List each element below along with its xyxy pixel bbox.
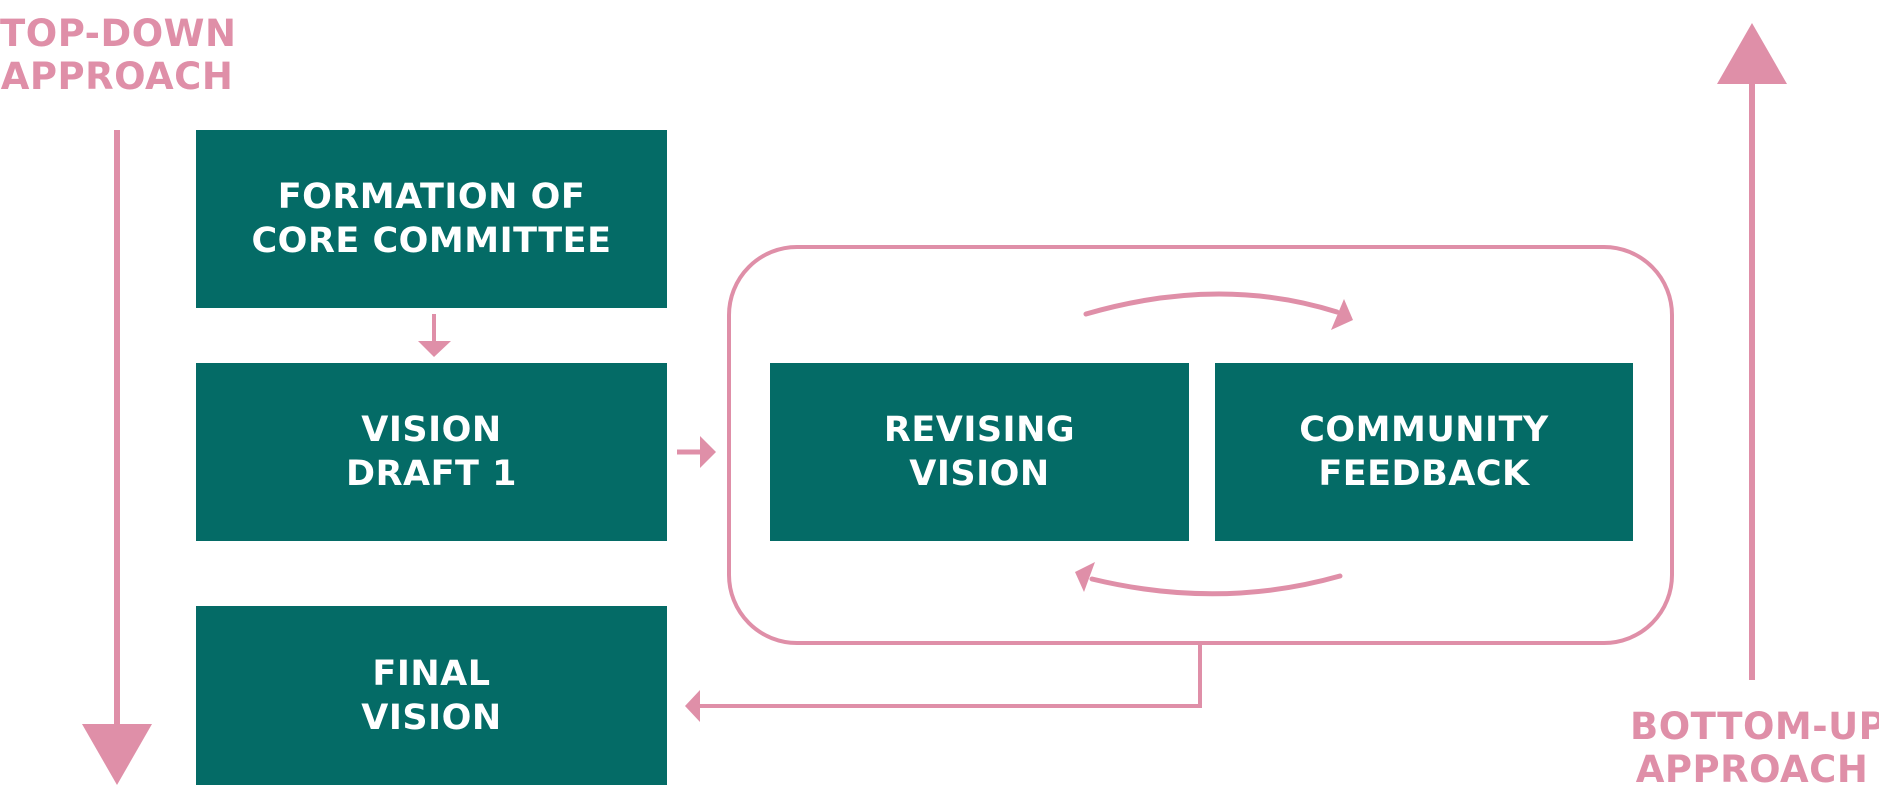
box-label-line: VISION — [909, 454, 1050, 494]
box-label-line: DRAFT 1 — [346, 454, 517, 494]
box-label-line: REVISING — [883, 410, 1076, 450]
draft-to-loop-arrowhead-icon — [700, 436, 716, 468]
formation-to-draft-arrowhead-icon — [418, 341, 451, 357]
bottom-up-label-line-2: APPROACH — [1635, 748, 1869, 791]
box-label-line: VISION — [361, 410, 502, 450]
box-label-line: VISION — [361, 697, 502, 738]
loop-to-final-connector — [700, 643, 1202, 708]
top-down-label-line-2: APPROACH — [0, 55, 234, 98]
revising-vision-box: REVISING VISION — [770, 363, 1189, 541]
curved-arrow-top — [1083, 291, 1340, 317]
top-down-approach-label: TOP-DOWN APPROACH — [0, 12, 237, 98]
bottom-up-label-line-1: BOTTOM-UP — [1630, 705, 1879, 748]
formation-of-core-committee-box: FORMATION OF CORE COMMITTEE — [196, 130, 667, 308]
box-label-line: FINAL — [372, 653, 491, 694]
box-label-line: FEEDBACK — [1318, 454, 1530, 494]
curved-arrow-bottom — [1089, 573, 1343, 597]
top-down-label-line-1: TOP-DOWN — [0, 12, 237, 55]
community-feedback-box: COMMUNITY FEEDBACK — [1215, 363, 1633, 541]
box-label-line: COMMUNITY — [1299, 410, 1549, 450]
loop-to-final-arrowhead-icon — [685, 690, 700, 722]
top-down-arrowhead-icon — [82, 724, 152, 785]
box-label-line: CORE COMMITTEE — [251, 221, 612, 261]
bottom-up-arrowhead-icon — [1717, 23, 1787, 84]
box-label-line: FORMATION OF — [277, 177, 586, 217]
bottom-up-approach-label: BOTTOM-UP APPROACH — [1630, 705, 1879, 791]
curved-arrow-bottom-head-icon — [1075, 562, 1095, 592]
final-vision-box: FINAL VISION — [196, 606, 667, 785]
vision-draft-1-box: VISION DRAFT 1 — [196, 363, 667, 541]
curved-arrow-top-head-icon — [1331, 299, 1353, 330]
